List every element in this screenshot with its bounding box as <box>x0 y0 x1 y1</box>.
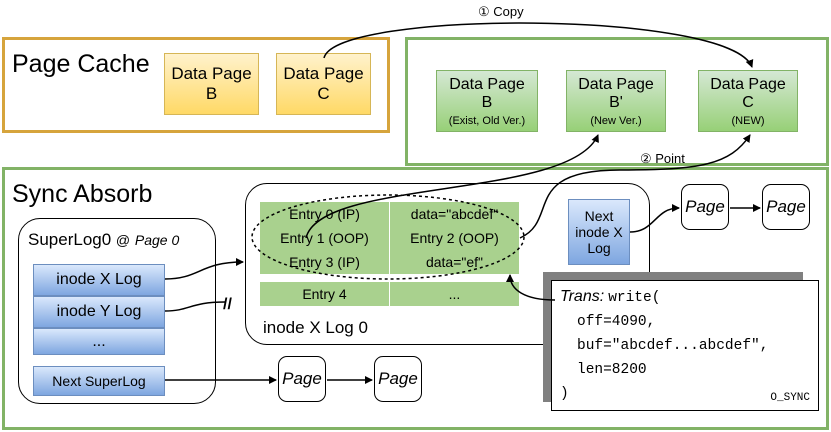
trans-flag: O_SYNC <box>770 392 810 404</box>
entry-1: Entry 1 (OOP) <box>260 226 390 250</box>
page-box-2: Page <box>762 184 810 230</box>
storage-page-bp-note: (New Ver.) <box>590 114 642 127</box>
trans-box: Trans: write( off=4090, buf="abcdef...ab… <box>551 280 819 411</box>
cache-data-page-b: Data Page B <box>164 53 259 115</box>
storage-data-page-c: Data Page C (NEW) <box>698 70 798 132</box>
trans-arg-len: len=8200 <box>577 362 647 378</box>
cache-page-c-line1: Data Page <box>283 64 364 83</box>
entry-0-data: data="abcdef" <box>390 202 520 226</box>
page-box-4: Page <box>374 356 422 402</box>
storage-page-b-line2: B <box>481 93 493 111</box>
storage-page-b-line1: Data Page <box>449 75 525 93</box>
next-superlog-label: Next SuperLog <box>52 373 146 389</box>
superlog-title-row: SuperLog0 @ Page 0 <box>28 230 179 250</box>
entry-3: Entry 3 (IP) <box>260 250 390 274</box>
entry-3-label: Entry 3 (IP) <box>289 254 360 270</box>
point-arrow-b-prime <box>305 134 599 239</box>
storage-page-c-note: (NEW) <box>731 114 765 127</box>
sync-absorb-frame <box>2 167 829 430</box>
inode-x-log-label: inode X Log <box>56 271 142 288</box>
cache-data-page-c: Data Page C <box>276 53 371 115</box>
cache-page-b-line2: B <box>205 84 218 103</box>
trans-close: ) <box>560 386 569 402</box>
inode-x-pointer-arrow <box>164 258 244 280</box>
next-superlog-item: Next SuperLog <box>33 366 165 396</box>
page-box-3-label: Page <box>282 369 322 388</box>
copy-arrow <box>323 22 754 68</box>
page-box-1-label: Page <box>685 197 725 216</box>
entry-4-more-label: ... <box>448 286 461 302</box>
page-cache-title: Page Cache <box>12 50 150 78</box>
storage-page-b-note: (Exist, Old Ver.) <box>448 114 526 127</box>
inode-y-log-label: inode Y Log <box>56 303 142 320</box>
trans-arg-buf: buf="abcdef...abcdef", <box>577 338 769 354</box>
superlog-page-label: Page 0 <box>134 232 180 248</box>
entry-0-data-label: data="abcdef" <box>410 206 499 222</box>
cache-page-b-line1: Data Page <box>171 64 252 83</box>
entry-3-data-label: data="ef" <box>425 254 484 270</box>
storage-data-page-b-prime: Data Page B' (New Ver.) <box>566 70 666 132</box>
storage-data-page-b: Data Page B (Exist, Old Ver.) <box>436 70 538 132</box>
superlog-at: @ <box>115 232 131 248</box>
point-arrow-c <box>519 134 751 239</box>
trans-call: write( <box>608 290 661 306</box>
entries-ellipse <box>251 194 525 280</box>
break-mark: // <box>223 296 232 313</box>
trans-pointer-arrow <box>506 274 556 301</box>
entry-4: Entry 4 <box>260 282 390 306</box>
storage-page-bp-line2: B' <box>609 93 623 111</box>
inode-x-log0-label: inode X Log 0 <box>263 318 368 337</box>
sync-absorb-title: Sync Absorb <box>12 180 153 208</box>
next-inode-x-log: Next inode X Log <box>568 199 630 265</box>
superlog-more-label: ... <box>92 332 106 350</box>
trans-line-0: Trans: write( <box>560 285 810 310</box>
entry-2: Entry 2 (OOP) <box>390 226 520 250</box>
trans-arg-off: off=4090, <box>577 314 656 330</box>
next-inode-line1: Next <box>584 207 614 224</box>
page-box-3: Page <box>278 356 326 402</box>
entry-4-label: Entry 4 <box>302 286 347 302</box>
inode-x-log-item: inode X Log <box>33 264 165 296</box>
storage-page-c-line2: C <box>742 93 754 111</box>
point-label: ② Point <box>640 151 685 166</box>
superlog-more-item: ... <box>33 328 165 355</box>
next-inode-line2: inode X <box>575 223 623 240</box>
storage-page-c-line1: Data Page <box>710 75 786 93</box>
superlog-title: SuperLog0 <box>28 230 112 249</box>
next-inode-line3: Log <box>587 240 611 257</box>
storage-page-bp-line1: Data Page <box>578 75 654 93</box>
trans-label: Trans: <box>560 288 605 305</box>
storage-frame <box>405 37 829 166</box>
next-inode-arrow <box>629 204 680 233</box>
inode-y-log-item: inode Y Log <box>33 296 165 328</box>
page-box-2-label: Page <box>766 197 806 216</box>
page-box-1: Page <box>681 184 729 230</box>
entry-4-more: ... <box>390 282 520 306</box>
entry-2-label: Entry 2 (OOP) <box>410 230 499 246</box>
copy-label: ① Copy <box>478 4 524 19</box>
entry-1-label: Entry 1 (OOP) <box>280 230 369 246</box>
page-cache-frame <box>2 37 390 133</box>
cache-page-c-line2: C <box>317 84 330 103</box>
page-box-4-label: Page <box>378 369 418 388</box>
inode-y-pointer-line <box>164 301 226 312</box>
